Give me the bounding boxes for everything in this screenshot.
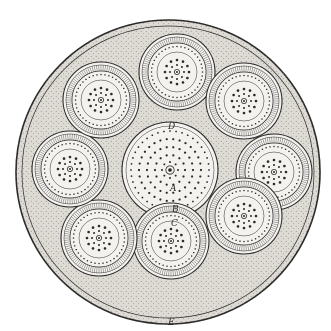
outer-bundle (61, 200, 137, 276)
outer-bundle (63, 62, 139, 138)
outer-bundle (139, 34, 215, 110)
outer-bundle (32, 131, 108, 207)
label-c: C (171, 219, 178, 229)
label-e: E (167, 318, 175, 328)
outer-bundle (206, 63, 282, 139)
label-b: B (171, 205, 179, 215)
outer-bundle (133, 203, 209, 279)
label-a: A (169, 184, 177, 194)
outer-bundle (206, 178, 282, 254)
label-d: D (167, 122, 175, 132)
